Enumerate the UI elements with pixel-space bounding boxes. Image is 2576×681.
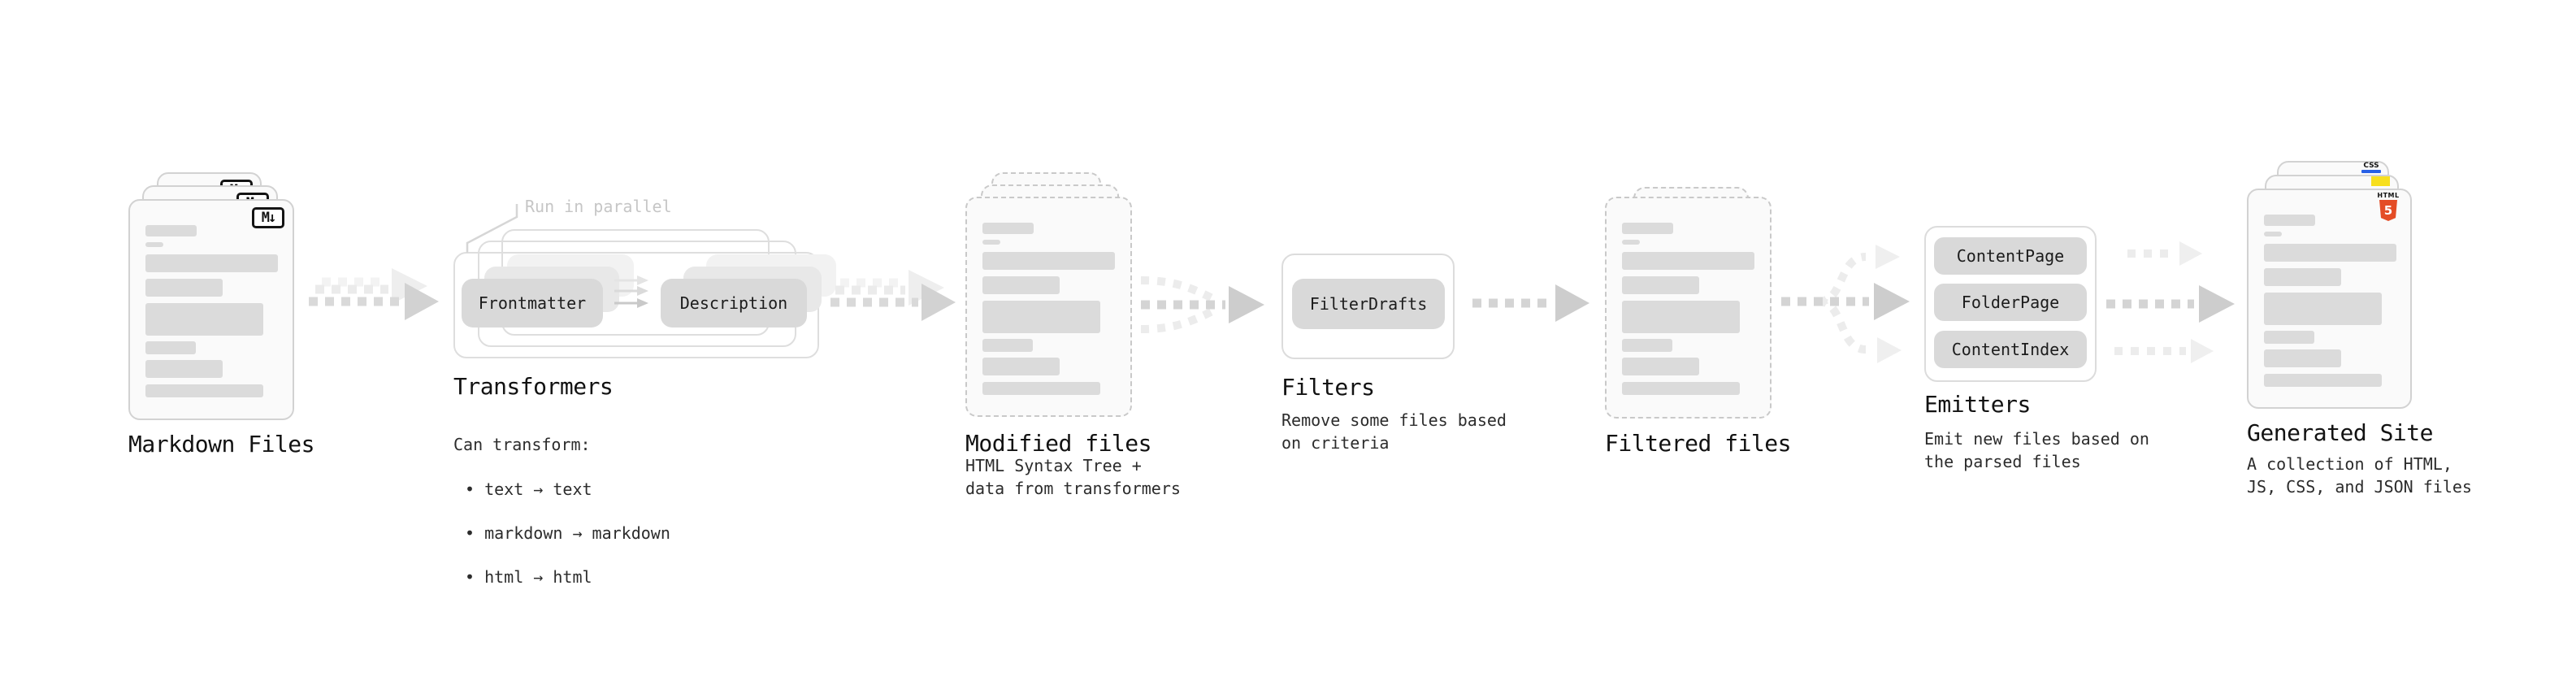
modified-file-card-front [965, 197, 1132, 417]
modified-files-desc: HTML Syntax Tree + data from transformer… [965, 456, 1181, 498]
filters-label: Filters [1281, 374, 1375, 401]
html5-icon-label: HTML [2377, 192, 2400, 199]
text-line-bar [145, 242, 163, 247]
text-line-bar [145, 341, 196, 354]
arrow-emitters-to-generated [2106, 241, 2235, 363]
run-in-parallel-callout: Run in parallel [525, 197, 672, 216]
emitters-desc: Emit new files based on the parsed files [1924, 429, 2149, 471]
text-line-bar [1622, 240, 1640, 245]
description-pill: Description [661, 279, 807, 327]
html5-icon-shield: 5 [2379, 200, 2397, 221]
transformers-desc: Can transform: • text → text • markdown … [453, 410, 670, 610]
text-line-bar [2264, 331, 2314, 344]
transformers-label: Transformers [453, 373, 614, 400]
filterdrafts-pill: FilterDrafts [1292, 279, 1445, 329]
frontmatter-pill: Frontmatter [462, 279, 603, 327]
text-line-bar [145, 303, 263, 336]
text-line-bar [1622, 252, 1754, 270]
text-line-bar [2264, 244, 2396, 262]
text-line-bar [145, 254, 278, 272]
markdown-icon: M↓ [252, 207, 284, 228]
css-icon: CSS [2361, 163, 2381, 173]
arrow-modified-to-filters [1140, 276, 1264, 333]
text-line-bar [982, 382, 1100, 395]
text-line-bar [145, 360, 223, 378]
transformers-desc-title: Can transform: [453, 435, 591, 454]
emitters-label: Emitters [1924, 391, 2031, 418]
css-icon-label: CSS [2363, 162, 2379, 170]
text-line-bar [982, 301, 1100, 333]
text-line-bar [2264, 349, 2341, 367]
filtered-files-label: Filtered files [1605, 430, 1792, 457]
text-line-bar [2264, 374, 2382, 387]
text-line-bar [982, 252, 1115, 270]
text-line-bar [2264, 215, 2315, 226]
text-line-bar [2264, 268, 2341, 286]
text-line-bar [982, 240, 1000, 245]
css-icon-underline [2361, 170, 2381, 173]
text-line-bar [2264, 293, 2382, 325]
text-line-bar [1622, 301, 1740, 333]
arrow-filtered-to-emitters [1781, 245, 1910, 363]
transform-bullet: • html → html [465, 567, 592, 587]
arrow-markdown-to-transformers [309, 268, 439, 320]
markdown-file-card-front: M↓ [128, 199, 294, 420]
generated-site-desc: A collection of HTML, JS, CSS, and JSON … [2247, 454, 2472, 497]
text-line-bar [982, 358, 1060, 375]
filters-desc: Remove some files based on criteria [1281, 410, 1507, 453]
text-line-bar [1622, 358, 1699, 375]
markdown-files-label: Markdown Files [128, 431, 315, 458]
js-icon [2371, 176, 2390, 186]
contentindex-pill: ContentIndex [1934, 331, 2087, 368]
contentpage-pill: ContentPage [1934, 237, 2087, 275]
modified-files-label: Modified files [965, 430, 1152, 457]
arrow-transformers-to-modified [830, 270, 956, 321]
html5-icon-number: 5 [2383, 203, 2393, 218]
text-line-bar [982, 276, 1060, 294]
text-line-bar [982, 339, 1033, 352]
text-line-bar [1622, 276, 1699, 294]
text-line-bar [2264, 232, 2282, 236]
text-line-bar [982, 223, 1034, 234]
transform-bullet: • text → text [465, 479, 592, 499]
transform-bullet: • markdown → markdown [465, 523, 670, 543]
folderpage-pill: FolderPage [1934, 284, 2087, 321]
text-line-bar [1622, 223, 1673, 234]
text-line-bar [145, 384, 263, 397]
filtered-file-card-front [1605, 197, 1772, 419]
generated-site-label: Generated Site [2247, 419, 2434, 446]
generated-file-card-front [2247, 189, 2412, 409]
text-line-bar [1622, 339, 1672, 352]
text-line-bar [145, 225, 197, 236]
html5-icon: HTML 5 [2376, 192, 2400, 221]
text-line-bar [1622, 382, 1740, 395]
text-line-bar [145, 279, 223, 297]
arrow-filters-to-filtered [1472, 284, 1589, 322]
